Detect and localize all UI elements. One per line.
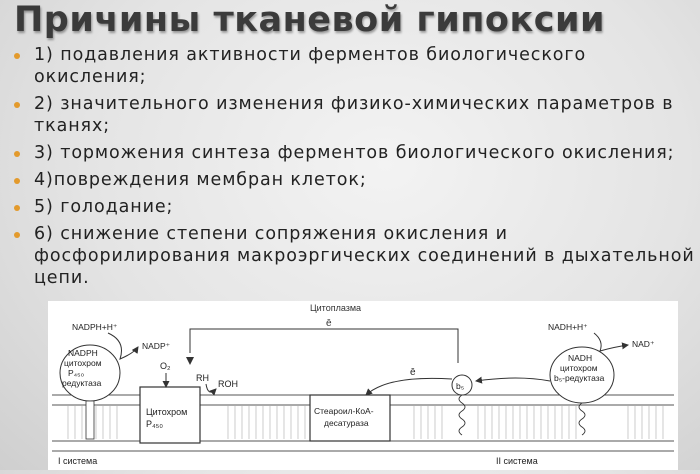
- bullet-dot-icon: [14, 102, 20, 108]
- nadp-out-label: NADP⁺: [142, 341, 171, 351]
- bullet-dot-icon: [14, 151, 20, 157]
- list-item-text: 2) значительного изменения физико-химиче…: [34, 94, 674, 136]
- rh-label: RH: [196, 373, 209, 383]
- nadh-complex-label: NADH: [568, 353, 592, 363]
- b5-anchor-coil-icon: [458, 394, 466, 436]
- electron-arrow-top: [189, 328, 459, 363]
- oxidation-systems-diagram: Цитоплазма ē NADPH цитохром P₄₅₀ редукта…: [48, 301, 678, 470]
- nadh-in-label: NADH+H⁺: [548, 322, 588, 332]
- electron-top-label: ē: [326, 318, 332, 329]
- nad-out-label: NAD⁺: [632, 339, 655, 349]
- cytoplasm-label: Цитоплазма: [310, 303, 361, 313]
- nadh-complex-label: цитохром: [560, 363, 598, 373]
- slide-title: Причины тканевой гипоксии: [14, 0, 606, 40]
- arrowhead-icon: [186, 357, 194, 365]
- system-2-label: II система: [496, 456, 538, 466]
- bullet-dot-icon: [14, 232, 20, 238]
- nadph-in-label: NADPH+H⁺: [72, 322, 118, 332]
- list-item: 6) снижение степени сопряжения окисления…: [8, 223, 698, 289]
- list-item-text: 5) голодание;: [34, 197, 174, 217]
- nadph-anchor: [85, 400, 95, 440]
- list-item: 4)повреждения мембран клеток;: [8, 169, 698, 191]
- list-item-text: 4)повреждения мембран клеток;: [34, 170, 367, 190]
- nadh-arrow: [593, 332, 629, 352]
- roh-label: ROH: [218, 379, 238, 389]
- cyt-p450-label: P₄₅₀: [146, 419, 163, 429]
- list-item: 5) голодание;: [8, 196, 698, 218]
- phospholipid-tails-icon: [67, 405, 664, 439]
- bullet-dot-icon: [14, 53, 20, 59]
- b5-label: b₅: [456, 381, 464, 391]
- list-item-text: 1) подавления активности ферментов биоло…: [34, 45, 587, 87]
- list-item: 1) подавления активности ферментов биоло…: [8, 44, 698, 88]
- cytochrome-p450-box: [139, 386, 201, 444]
- nadph-complex-label: редуктаза: [62, 378, 102, 388]
- bullet-dot-icon: [14, 205, 20, 211]
- electron-mid-label: ē: [410, 367, 416, 378]
- stearoyl-coa-desaturase-box: [309, 394, 391, 442]
- nadh-anchor-coil-icon: [578, 402, 586, 436]
- nadph-arrow: [107, 332, 139, 360]
- rh-roh-arrow: [205, 383, 217, 396]
- nadph-complex-label: цитохром: [64, 358, 102, 368]
- list-item: 2) значительного изменения физико-химиче…: [8, 93, 698, 137]
- list-item-text: 6) снижение степени сопряжения окисления…: [34, 224, 695, 288]
- nadh-to-b5-arrow: [475, 376, 551, 384]
- desaturase-label: Стеароил-КоА-: [314, 406, 374, 416]
- cyt-p450-label: Цитохром: [146, 407, 187, 417]
- nadph-complex-label: NADPH: [68, 348, 98, 358]
- list-item-text: 3) торможения синтеза ферментов биологич…: [34, 143, 675, 163]
- bullet-dot-icon: [14, 178, 20, 184]
- o2-label: O₂: [160, 361, 171, 371]
- electron-arrow-mid: [365, 377, 453, 396]
- causes-list: 1) подавления активности ферментов биоло…: [8, 44, 698, 294]
- nadph-complex-label: P₄₅₀: [68, 368, 85, 378]
- list-item: 3) торможения синтеза ферментов биологич…: [8, 142, 698, 164]
- system-1-label: I система: [58, 456, 97, 466]
- desaturase-label: десатураза: [324, 418, 369, 428]
- nadh-complex-label: b₅-редуктаза: [554, 373, 605, 383]
